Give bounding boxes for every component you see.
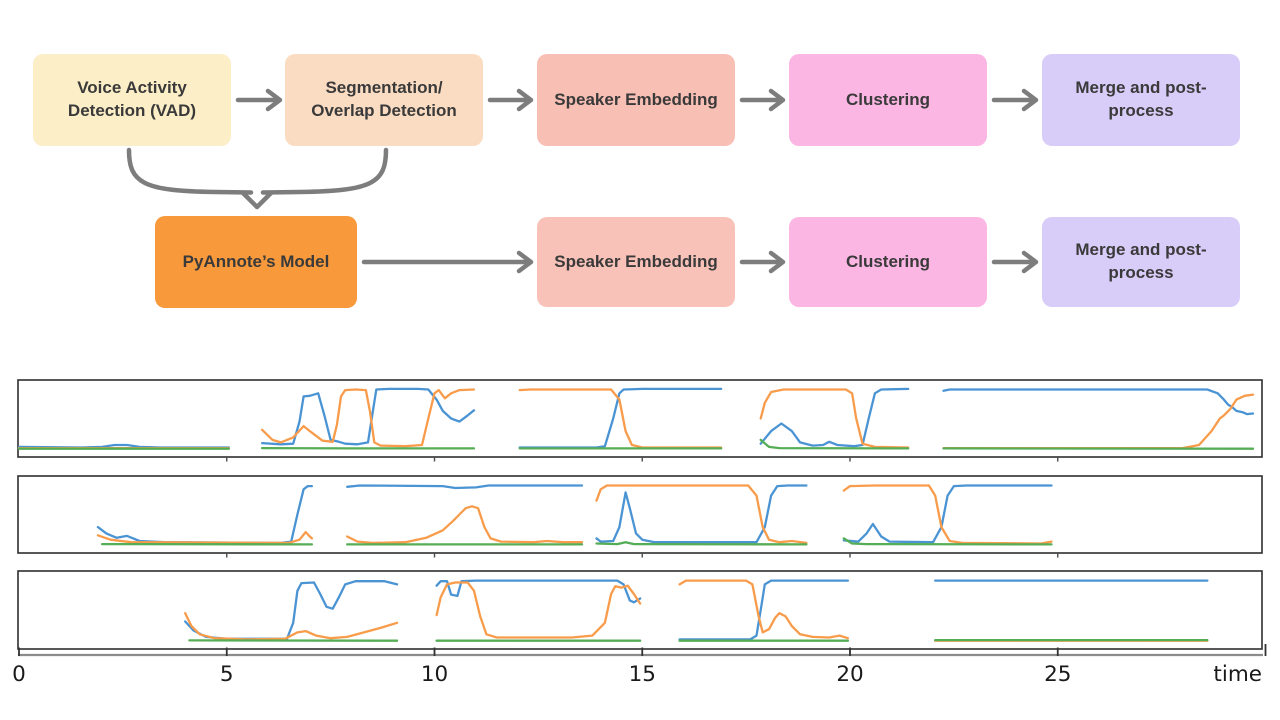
flow-box-segmentation: Segmentation/ Overlap Detection bbox=[285, 54, 483, 146]
merge-brace-left bbox=[126, 147, 254, 195]
flow-box-clustering-2: Clustering bbox=[789, 217, 987, 307]
diarization-output-row-2-speaker-3-line bbox=[595, 541, 808, 546]
diarization-output-row-1-speaker-2-line bbox=[759, 388, 910, 449]
flow-box-vad-label: Voice Activity Detection (VAD) bbox=[67, 78, 197, 120]
diarization-output-row-2-speaker-1-line bbox=[595, 484, 808, 544]
flow-box-pyannote-model-label: PyAnnote’s Model bbox=[182, 251, 330, 271]
diarization-output-row-3-frame bbox=[17, 570, 1263, 650]
time-axis-tick-label: 20 bbox=[836, 662, 863, 687]
flow-box-speaker-embedding-2: Speaker Embedding bbox=[537, 217, 735, 307]
flow-box-clustering-1: Clustering bbox=[789, 54, 987, 146]
diarization-output-row-3-speaker-2-line bbox=[435, 581, 642, 639]
diarization-output-row-2-speaker-2-line bbox=[595, 484, 808, 545]
diarization-output-row-1-speaker-1-line bbox=[260, 387, 476, 446]
diarization-output-row-2 bbox=[17, 475, 1263, 558]
time-axis-tick-label: 0 bbox=[12, 662, 26, 687]
arrow-embedding-to-clustering-1-head bbox=[768, 88, 786, 112]
diarization-output-row-2-speaker-3-line bbox=[842, 537, 1053, 546]
diarization-output-row-3 bbox=[17, 570, 1263, 654]
diarization-output-row-2-speaker-2-line bbox=[96, 530, 314, 545]
flow-arrows bbox=[126, 88, 1039, 274]
merge-brace-arrowhead bbox=[240, 190, 274, 210]
flow-box-segmentation-label: Segmentation/ Overlap Detection bbox=[311, 78, 457, 120]
flow-box-clustering-2-label: Clustering bbox=[845, 251, 931, 271]
diarization-output-row-1-frame bbox=[17, 379, 1263, 458]
merge-brace-right bbox=[260, 147, 389, 195]
time-axis-tick-label: 5 bbox=[220, 662, 234, 687]
flow-box-speaker-embedding-1-label: Speaker Embedding bbox=[554, 89, 718, 109]
diarization-output-row-2-frame bbox=[17, 475, 1263, 554]
flow-box-merge-1-label: Merge and post- process bbox=[1075, 78, 1207, 120]
flow-box-merge-2: Merge and post- process bbox=[1042, 217, 1240, 307]
diarization-output-row-2-speaker-1-line bbox=[346, 484, 584, 490]
diarization-output-row-1-speaker-3-line bbox=[759, 438, 910, 450]
arrow-clustering-to-merge-1-head bbox=[1021, 88, 1039, 112]
diarization-output-row-1-speaker-2-line bbox=[260, 388, 476, 448]
diarization-output-row-3-speaker-1-line bbox=[435, 579, 642, 604]
diarization-output-row-3-speaker-2-line bbox=[678, 579, 850, 640]
diarization-output-row-3-speaker-2-line bbox=[184, 612, 399, 641]
flow-box-speaker-embedding-1: Speaker Embedding bbox=[537, 54, 735, 146]
time-axis-tick-label: 25 bbox=[1044, 662, 1071, 687]
diarization-output-row-3-speaker-1-line bbox=[678, 579, 850, 641]
time-axis-label: time bbox=[1213, 662, 1262, 687]
arrow-clustering-to-merge-2-head bbox=[1021, 250, 1039, 274]
flow-box-pyannote-model: PyAnnote’s Model bbox=[155, 216, 357, 308]
diarization-output-row-1-speaker-1-line bbox=[759, 387, 910, 448]
arrow-vad-to-segmentation-head bbox=[265, 88, 283, 112]
diarization-output-row-1 bbox=[17, 379, 1263, 462]
flow-box-merge-2-label: Merge and post- process bbox=[1075, 240, 1207, 282]
flow-box-speaker-embedding-2-label: Speaker Embedding bbox=[554, 251, 718, 271]
diarization-output-row-1-speaker-1-line bbox=[942, 388, 1255, 416]
arrow-embedding-to-clustering-2-head bbox=[768, 250, 786, 274]
time-axis: 0 5 10 15 20 25 time bbox=[12, 644, 1267, 687]
diarization-output-row-2-speaker-1-line bbox=[842, 484, 1053, 544]
flow-box-merge-1: Merge and post- process bbox=[1042, 54, 1240, 146]
time-axis-tick-label: 15 bbox=[629, 662, 656, 687]
arrow-pyannote-to-embedding-head bbox=[516, 250, 534, 274]
diarization-output-row-1-speaker-2-line bbox=[942, 393, 1255, 450]
diarization-output-row-1-speaker-2-line bbox=[518, 388, 723, 449]
time-axis-tick-label: 10 bbox=[421, 662, 448, 687]
flow-box-clustering-1-label: Clustering bbox=[845, 89, 931, 109]
arrow-segmentation-to-embedding-head bbox=[516, 88, 534, 112]
flow-box-vad: Voice Activity Detection (VAD) bbox=[33, 54, 231, 146]
diarization-output-row-2-speaker-2-line bbox=[346, 505, 584, 545]
